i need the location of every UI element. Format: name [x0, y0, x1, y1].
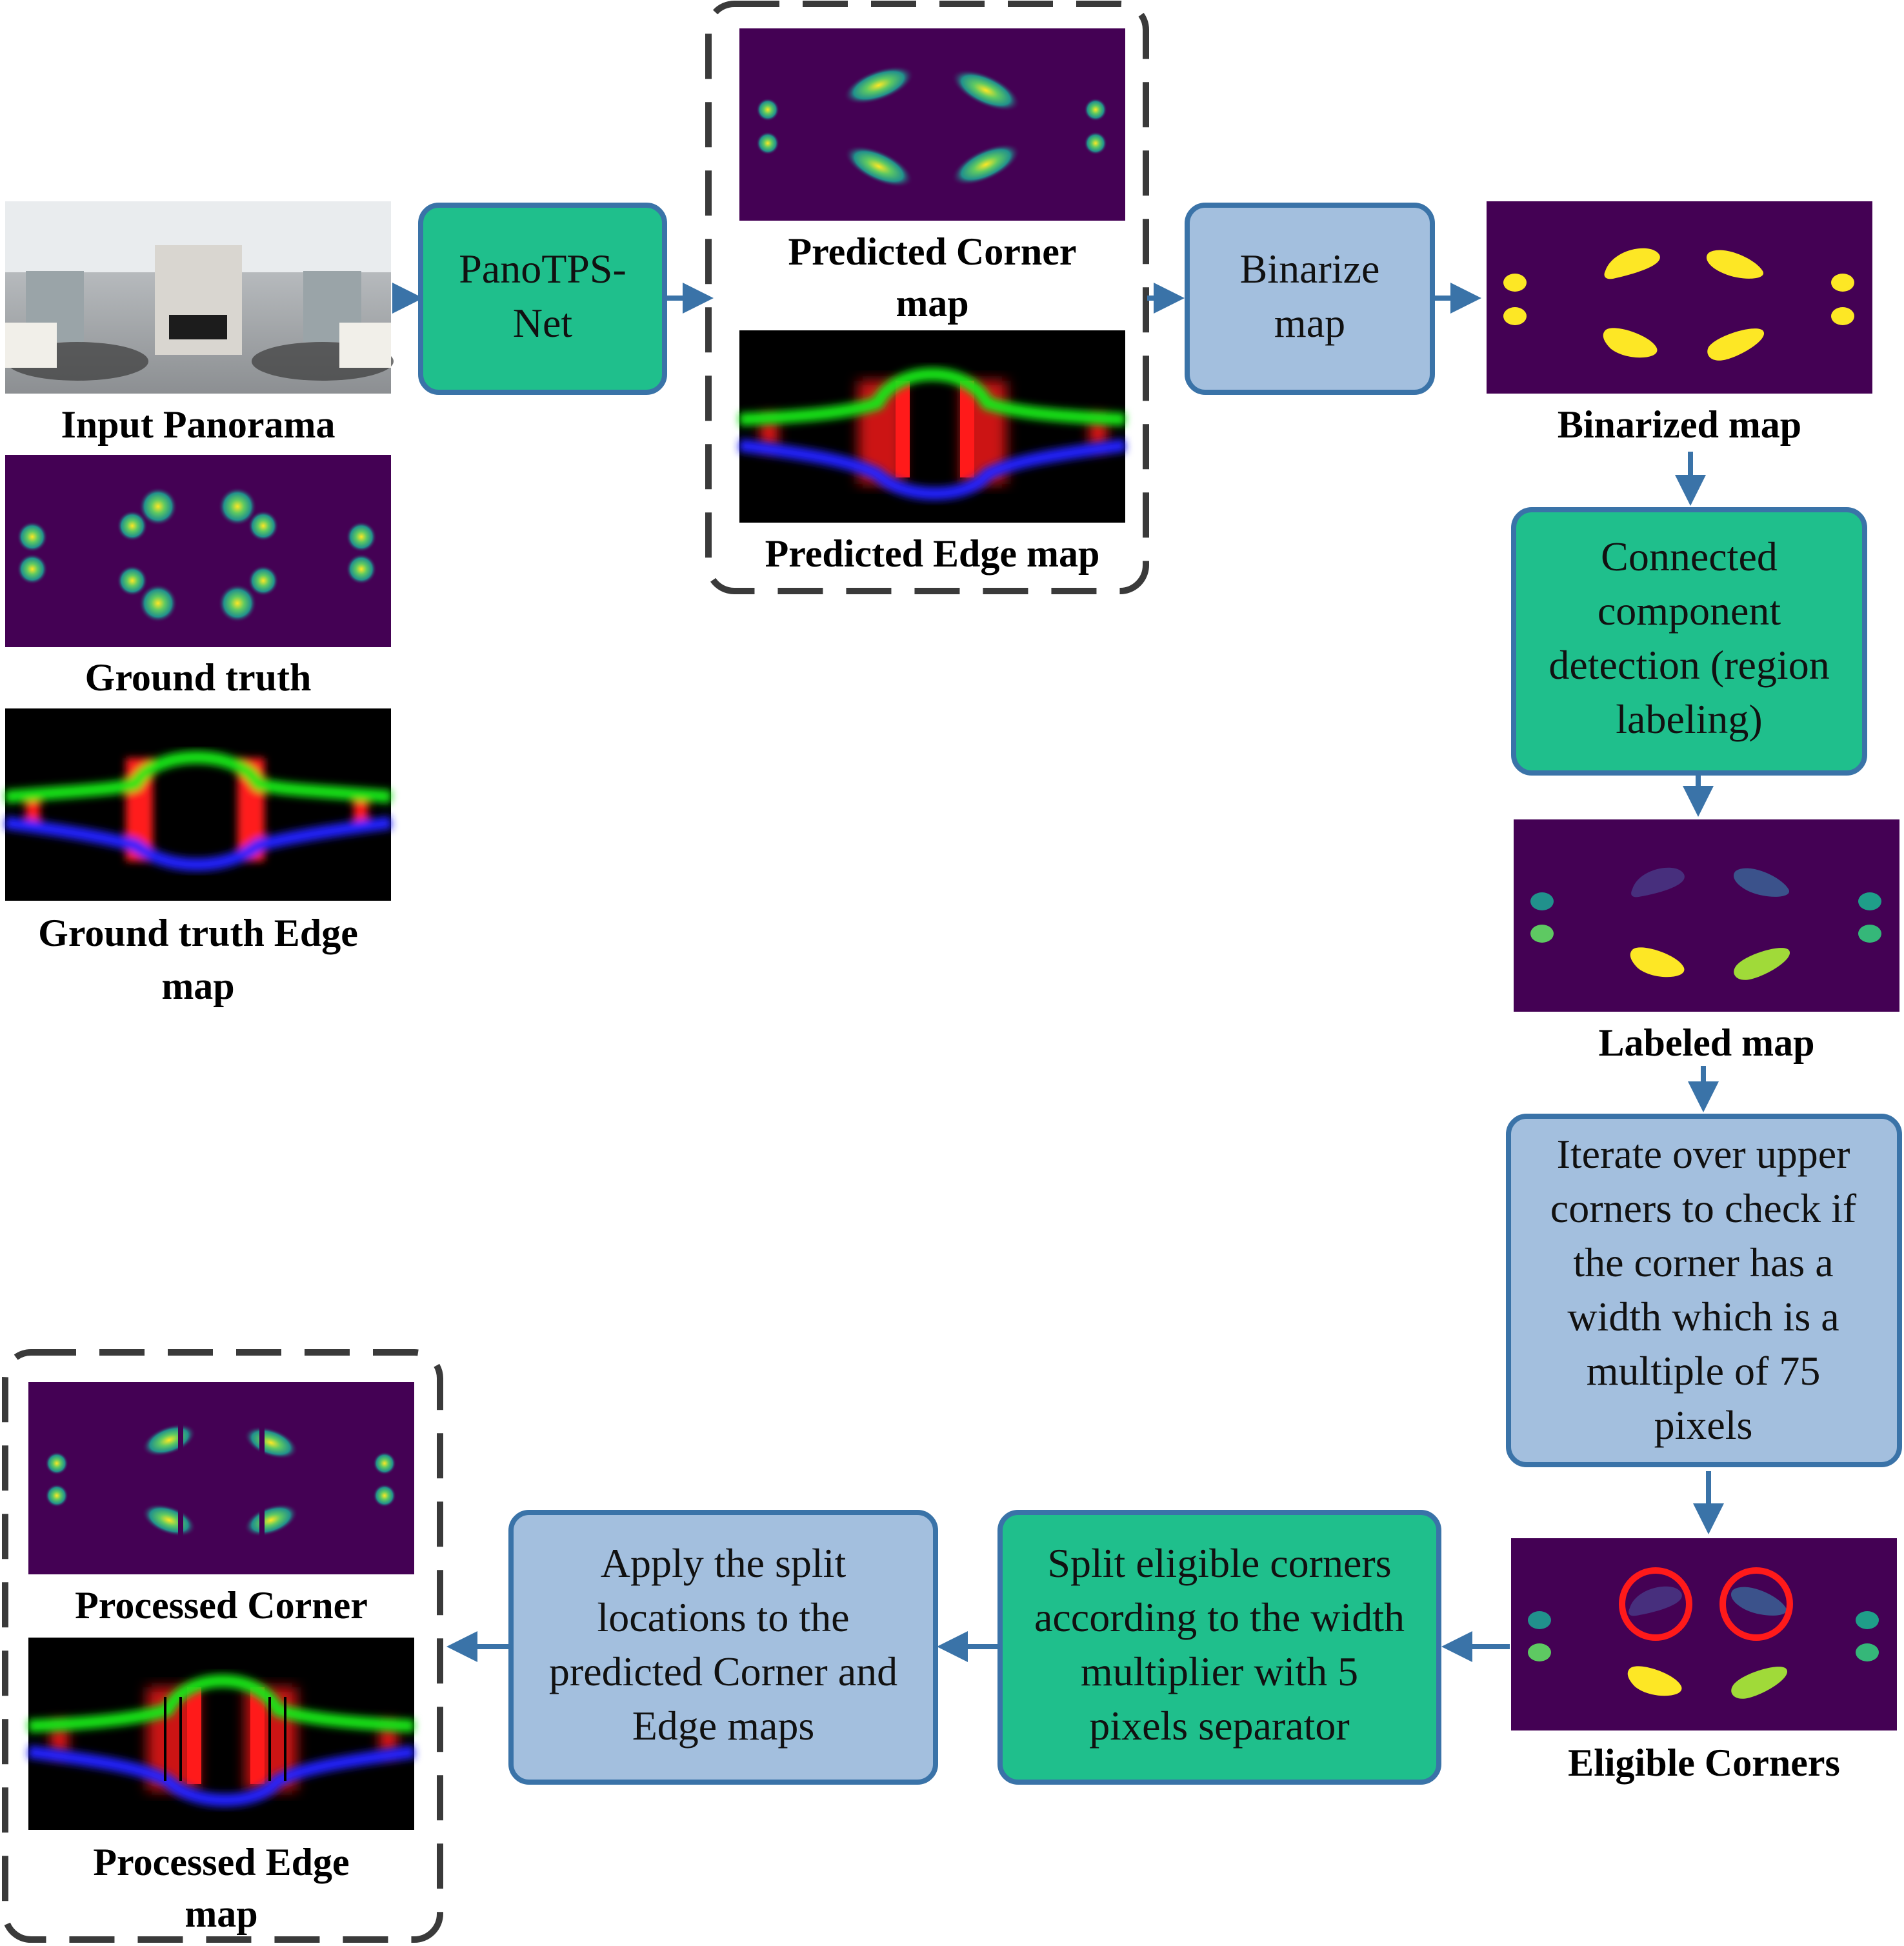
apply-line-4: Edge maps	[632, 1703, 815, 1749]
processed-corner-image	[28, 1382, 414, 1574]
connected-line-4: labeling)	[1616, 696, 1762, 742]
split-line-1: Split eligible corners	[1047, 1540, 1391, 1586]
apply-split-box: Apply the split locations to the predict…	[508, 1510, 938, 1785]
processed-edge-image	[27, 1638, 416, 1830]
input-panorama-image	[5, 201, 394, 394]
binarize-line-1: Binarize	[1240, 246, 1380, 292]
predicted-corner-image	[739, 28, 1125, 221]
predicted-edge-image	[738, 330, 1127, 523]
binarize-map-box: Binarize map	[1185, 203, 1435, 395]
split-line-2: according to the width	[1034, 1594, 1405, 1640]
connected-line-1: Connected	[1601, 534, 1778, 579]
split-corners-box: Split eligible corners according to the …	[997, 1510, 1441, 1785]
iterate-box: Iterate over upper corners to check if t…	[1506, 1114, 1902, 1467]
input-panorama-label: Input Panorama	[61, 403, 335, 446]
binarized-map-label: Binarized map	[1558, 403, 1801, 446]
binarize-line-2: map	[1274, 300, 1345, 346]
processed-corner-label: Processed Corner	[75, 1584, 368, 1627]
split-line-4: pixels separator	[1089, 1703, 1349, 1749]
predicted-corner-label-2: map	[896, 282, 968, 325]
processed-edge-label-2: map	[185, 1892, 257, 1935]
connected-line-3: detection (region	[1548, 642, 1829, 688]
connected-line-2: component	[1598, 588, 1781, 634]
iterate-line-4: width which is a	[1567, 1294, 1839, 1339]
binarized-map-image	[1487, 201, 1872, 394]
panotps-net-box: PanoTPS- Net	[418, 203, 667, 395]
iterate-line-3: the corner has a	[1573, 1239, 1833, 1285]
panotps-net-line-2: Net	[513, 300, 573, 346]
connected-component-box: Connected component detection (region la…	[1511, 507, 1867, 776]
predicted-corner-label-1: Predicted Corner	[788, 230, 1076, 273]
processed-maps-group	[2, 1349, 443, 1943]
ground-truth-label: Ground truth	[85, 656, 312, 699]
labeled-map-label: Labeled map	[1598, 1021, 1814, 1064]
apply-line-2: locations to the	[597, 1594, 849, 1640]
split-line-3: multiplier with 5	[1081, 1649, 1358, 1694]
eligible-corners-image	[1511, 1538, 1897, 1730]
eligible-corners-label: Eligible Corners	[1568, 1741, 1840, 1784]
iterate-line-5: multiple of 75	[1587, 1348, 1821, 1394]
labeled-map-image	[1514, 819, 1899, 1012]
panotps-net-line-1: PanoTPS-	[459, 246, 626, 292]
apply-line-1: Apply the split	[601, 1540, 847, 1586]
iterate-line-2: corners to check if	[1550, 1185, 1857, 1231]
iterate-line-1: Iterate over upper	[1557, 1131, 1850, 1177]
processed-edge-label-1: Processed Edge	[93, 1841, 349, 1883]
ground-truth-edge-label-2: map	[161, 965, 234, 1007]
apply-line-3: predicted Corner and	[549, 1649, 897, 1694]
predicted-edge-label: Predicted Edge map	[765, 532, 1100, 575]
ground-truth-image	[5, 455, 391, 647]
ground-truth-edge-label-1: Ground truth Edge	[38, 912, 358, 954]
ground-truth-edge-image	[4, 708, 392, 901]
predicted-maps-group	[705, 1, 1149, 594]
iterate-line-6: pixels	[1654, 1402, 1753, 1448]
